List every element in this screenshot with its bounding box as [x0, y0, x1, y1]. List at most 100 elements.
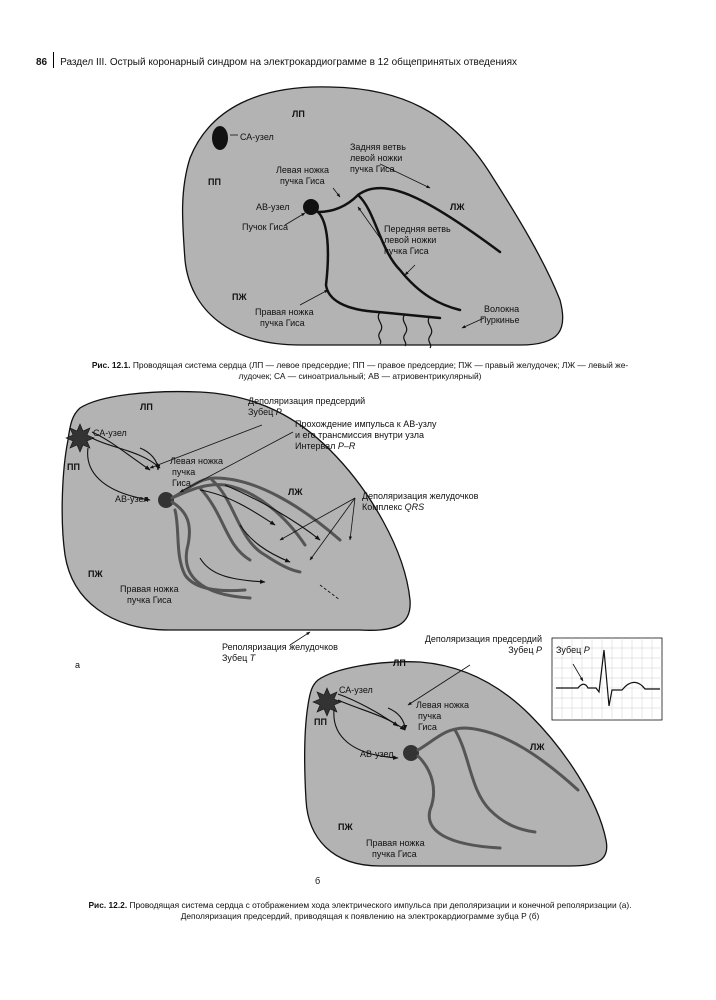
fig2a-vent-rep-2-text: Зубец [222, 653, 250, 663]
fig2a-atrial-dep-1: Деполяризация предсердий [248, 396, 365, 406]
caption-12-1-label: Рис. 12.1. [91, 360, 131, 370]
fig2b-pzh: ПЖ [338, 822, 353, 832]
fig2a-atrial-dep-2: Зубец P [248, 407, 282, 417]
fig2a-left-bundle-2: пучка [172, 467, 195, 477]
fig2a-av-cond-3: Интервал P–R [295, 441, 356, 451]
figure-12-2a: ЛП ПП ЛЖ ПЖ СА-узел АВ-узел Левая ножка … [61, 390, 479, 670]
conduction-pathways [416, 726, 580, 850]
purkinje-fibers [377, 311, 433, 349]
fig1-his-label: Пучок Гиса [242, 222, 288, 232]
heart-outline [304, 661, 608, 867]
fig2a-left-bundle-1: Левая ножка [170, 456, 223, 466]
fig1-pzh: ПЖ [232, 292, 247, 302]
impulse-arrows [333, 693, 408, 760]
ecg-p-label: Зубец P [556, 645, 590, 655]
fig2b-right-bundle-1: Правая ножка [366, 838, 425, 848]
header-divider [53, 52, 55, 68]
fig1-sa-label: СА-узел [240, 132, 274, 142]
fig2a-lzh: ЛЖ [288, 487, 303, 497]
fig2a-lp: ЛП [140, 402, 153, 412]
fig2a-av-label: АВ-узел [115, 494, 149, 504]
caption-fig-12-2: Рис. 12.2. Проводящая система сердца с о… [40, 900, 680, 922]
ecg-inset: Зубец P [551, 637, 663, 721]
fig1-purkinje-1: Волокна [484, 304, 519, 314]
fig2a-av-cond-3-text: Интервал [295, 441, 338, 451]
fig2b-atrial-dep-2: Зубец P [508, 645, 542, 655]
fig1-lp: ЛП [292, 109, 305, 119]
fig2b-atrial-dep-2-italic: P [536, 645, 542, 655]
fig1-leaders [230, 134, 485, 329]
fig2b-left-bundle-3: Гиса [418, 722, 437, 732]
sa-node-star [65, 423, 95, 453]
ecg-p-pointer [572, 663, 584, 682]
conduction-pathways [316, 186, 502, 320]
heart-outline [61, 390, 411, 631]
fig2a-panel-letter: а [75, 660, 80, 670]
fig2a-vent-rep-2-italic: T [250, 653, 257, 663]
fig1-av-label: АВ-узел [256, 202, 290, 212]
fig1-right-bundle-2: пучка Гиса [260, 318, 305, 328]
av-node [158, 492, 174, 508]
fig1-anterior-2: левой ножки [384, 235, 436, 245]
fig2a-left-bundle-3: Гиса [172, 478, 191, 488]
fig2b-right-bundle-2: пучка Гиса [372, 849, 417, 859]
fig2b-atrial-dep-2-text: Зубец [508, 645, 536, 655]
fig2a-pzh: ПЖ [88, 569, 103, 579]
fig1-posterior-2: левой ножки [350, 153, 402, 163]
fig2a-atrial-dep-2-text: Зубец [248, 407, 276, 417]
fig2b-lzh: ЛЖ [530, 742, 545, 752]
caption-12-2-line1: Проводящая система сердца с отображением… [129, 900, 632, 910]
caption-fig-12-1: Рис. 12.1. Проводящая система сердца (ЛП… [40, 360, 680, 382]
fig2a-atrial-dep-2-italic: P [276, 407, 282, 417]
impulse-arrows [87, 431, 321, 584]
fig2b-left-bundle-2: пучка [418, 711, 441, 721]
fig1-left-bundle-1: Левая ножка [276, 165, 329, 175]
fig2b-leader-p [407, 664, 471, 706]
fig2b-panel-letter: б [315, 876, 320, 886]
fig2b-pp: ПП [314, 717, 327, 727]
sa-node-star [312, 687, 342, 717]
fig2a-vent-rep-1: Реполяризация желудочков [222, 642, 338, 652]
fig2a-right-bundle-2: пучка Гиса [127, 595, 172, 605]
sa-node [212, 126, 228, 150]
caption-12-2-line2: Деполяризация предсердий, приводящая к п… [180, 911, 540, 921]
fig2b-lp: ЛП [393, 658, 406, 668]
conduction-pathways [170, 476, 342, 600]
fig2a-av-cond-1: Прохождение импульса к АВ-узлу [295, 419, 437, 429]
ecg-p-label-italic: P [584, 645, 590, 655]
av-node [303, 199, 319, 215]
av-node [403, 745, 419, 761]
ecg-p-label-text: Зубец [556, 645, 584, 655]
caption-12-1-line1: Проводящая система сердца (ЛП — левое пр… [132, 360, 629, 370]
fig1-posterior-1: Задняя ветвь [350, 142, 406, 152]
figure-12-1: ЛП ПП ЛЖ ПЖ СА-узел АВ-узел Левая ножка … [181, 86, 564, 349]
fig1-purkinje-2: Пуркинье [480, 315, 520, 325]
caption-12-1-line2: лудочек; СА — синоатриальный; АВ — атрио… [238, 371, 482, 381]
fig2a-sa-label: СА-узел [93, 428, 127, 438]
fig2a-vent-dep-2-text: Комплекс [362, 502, 405, 512]
fig2a-av-cond-3-italic: P–R [338, 441, 356, 451]
fig2a-pp: ПП [67, 462, 80, 472]
fig1-anterior-3: пучка Гиса [384, 246, 429, 256]
repolarization-dash [319, 584, 341, 601]
running-title: Раздел III. Острый коронарный синдром на… [60, 57, 517, 68]
fig1-pp: ПП [208, 177, 221, 187]
fig2a-vent-dep-2-italic: QRS [405, 502, 425, 512]
fig1-anterior-1: Передняя ветвь [384, 224, 451, 234]
fig2a-leaders [149, 424, 356, 646]
fig2a-right-bundle-1: Правая ножка [120, 584, 179, 594]
fig1-left-bundle-2: пучка Гиса [280, 176, 325, 186]
figure-12-2b: ЛП ПП ЛЖ ПЖ СА-узел АВ-узел Левая ножка … [304, 634, 663, 886]
fig2b-sa-label: СА-узел [339, 685, 373, 695]
fig2a-vent-rep-2: Зубец T [222, 653, 257, 663]
ecg-trace [556, 649, 660, 707]
fig1-lzh: ЛЖ [450, 202, 465, 212]
fig2a-av-cond-2: и его трансмиссия внутри узла [295, 430, 424, 440]
fig2b-left-bundle-1: Левая ножка [416, 700, 469, 710]
caption-12-2-label: Рис. 12.2. [88, 900, 128, 910]
fig1-right-bundle-1: Правая ножка [255, 307, 314, 317]
fig1-posterior-3: пучка Гиса [350, 164, 395, 174]
fig2b-atrial-dep-1: Деполяризация предсердий [425, 634, 542, 644]
fig2a-vent-dep-2: Комплекс QRS [362, 502, 424, 512]
